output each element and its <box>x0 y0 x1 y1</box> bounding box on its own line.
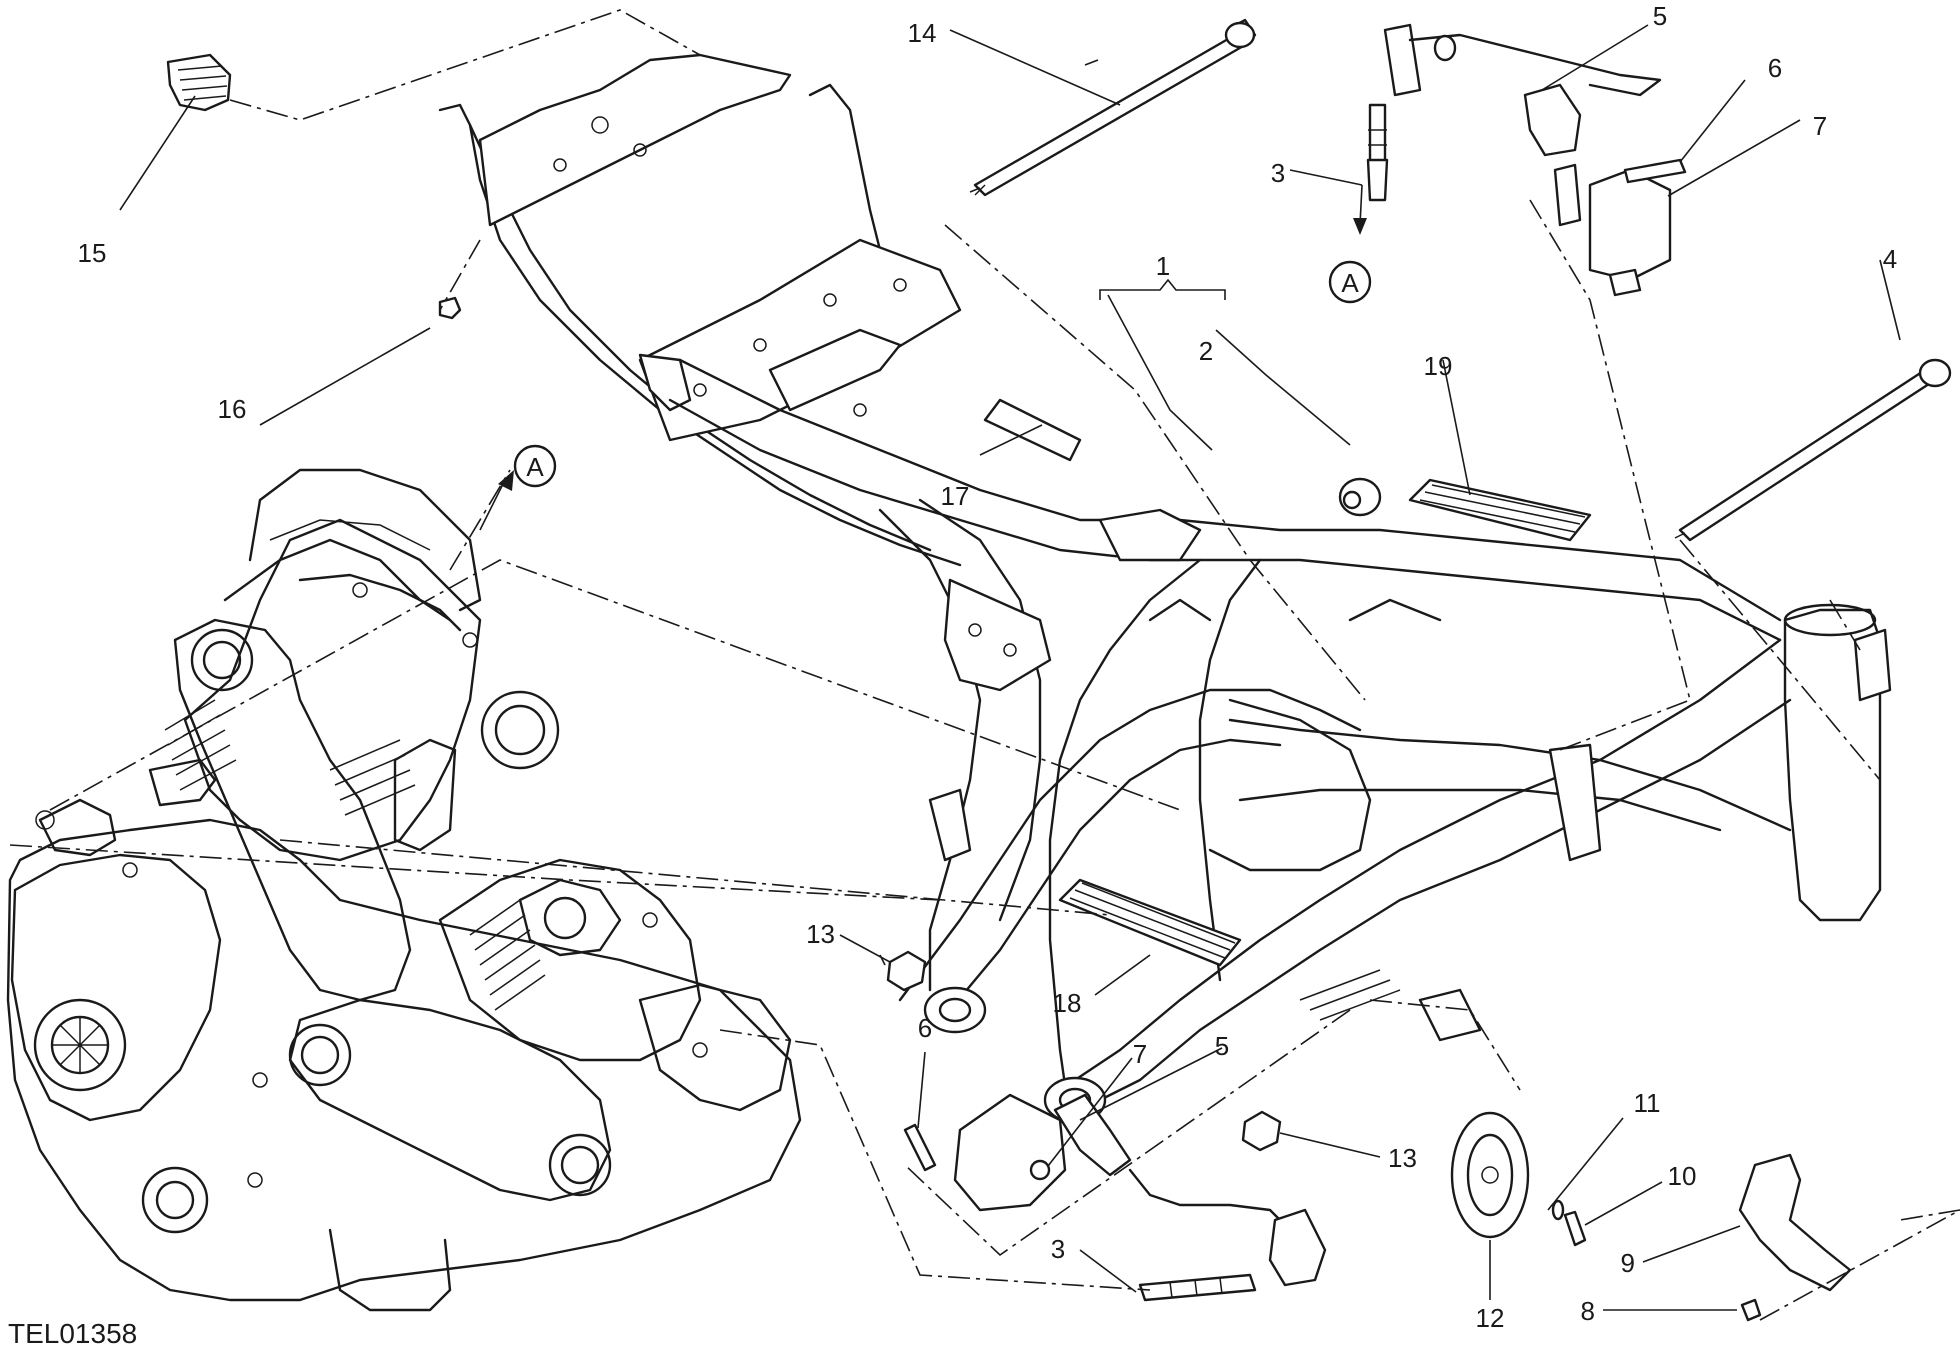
callout-2: 2 <box>1199 336 1213 366</box>
callout-19: 19 <box>1424 351 1453 381</box>
callout-1: 1 <box>1156 251 1170 281</box>
reference-marker-lower: A <box>526 452 544 482</box>
frame-illustration <box>438 53 1892 1124</box>
callout-18: 18 <box>1053 988 1082 1018</box>
spark-plug-lower <box>1138 1273 1257 1302</box>
callout-12: 12 <box>1476 1303 1505 1333</box>
callout-5-lower: 5 <box>1215 1031 1229 1061</box>
screw-10 <box>1563 1210 1587 1247</box>
bushing-2 <box>1338 477 1382 517</box>
reference-circle-upper <box>1328 260 1372 304</box>
rubber-cap <box>166 53 232 112</box>
reference-circle-lower <box>513 444 557 488</box>
spark-plug-upper <box>1366 103 1389 202</box>
washer-11 <box>1551 1199 1565 1221</box>
callout-3-upper: 3 <box>1271 158 1285 188</box>
callout-8: 8 <box>1581 1296 1595 1326</box>
screw-8 <box>1740 1298 1762 1322</box>
long-bolt-right <box>1674 358 1952 542</box>
callout-7-lower: 7 <box>1133 1039 1147 1069</box>
ignition-coil-upper <box>1553 163 1672 297</box>
callout-17: 17 <box>941 481 970 511</box>
callout-14: 14 <box>908 18 937 48</box>
callout-13-right: 13 <box>1388 1143 1417 1173</box>
small-nut-16 <box>438 296 462 320</box>
callout-7-upper: 7 <box>1813 111 1827 141</box>
reference-arrowhead-upper <box>1353 218 1367 235</box>
callout-4: 4 <box>1883 244 1897 274</box>
callout-labels: 1 2 3 3 4 5 5 6 6 7 7 8 9 10 11 12 13 13… <box>78 1 1898 1333</box>
callout-16: 16 <box>218 394 247 424</box>
callout-3-lower: 3 <box>1051 1234 1065 1264</box>
reference-marker-upper: A <box>1341 268 1359 298</box>
assembly-bracket-1 <box>1099 278 1226 300</box>
callout-11: 11 <box>1634 1088 1661 1118</box>
callout-5-upper: 5 <box>1653 1 1667 31</box>
callout-9: 9 <box>1621 1248 1635 1278</box>
nut-13-right <box>1241 1110 1282 1152</box>
horn-bracket-9 <box>1738 1153 1852 1292</box>
leader-lines <box>119 24 1901 1311</box>
screw-6-upper <box>1623 158 1687 184</box>
callout-6-upper: 6 <box>1768 53 1782 83</box>
callout-15: 15 <box>78 238 107 268</box>
footrest-rubber-18 <box>1058 878 1242 967</box>
callout-10: 10 <box>1668 1161 1697 1191</box>
reference-arrowhead-lower <box>498 470 514 491</box>
footrest-rubber-19 <box>1408 478 1592 542</box>
ignition-cable-lower <box>1053 1093 1327 1287</box>
nut-13-left <box>886 950 927 992</box>
long-bolt-upper <box>969 18 1257 197</box>
assembly-guide-lines <box>9 9 1960 1321</box>
callout-6-lower: 6 <box>918 1013 932 1043</box>
ignition-coil-lower <box>953 1093 1067 1212</box>
diagram-code: TEL01358 <box>8 1318 137 1349</box>
horn-12 <box>1450 1111 1530 1239</box>
screw-6-lower <box>903 1123 937 1172</box>
reference-arrow-lower <box>479 479 506 531</box>
engine-illustration <box>6 468 802 1312</box>
ignition-cable-upper <box>1383 23 1662 157</box>
callout-13-left: 13 <box>806 919 835 949</box>
